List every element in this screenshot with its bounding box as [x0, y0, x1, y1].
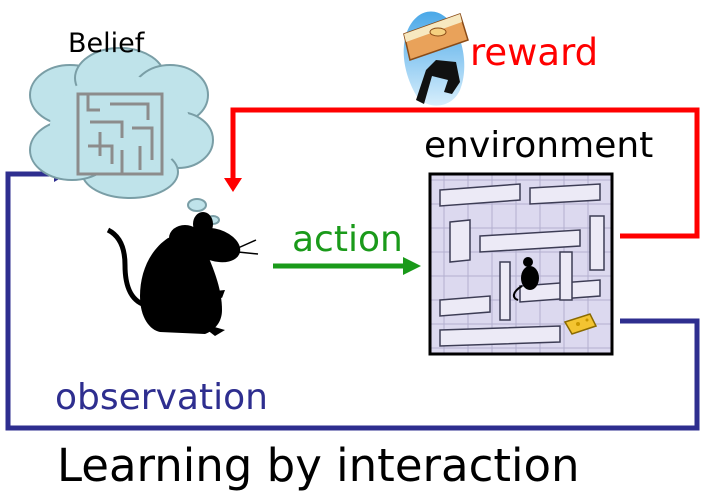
action-label: action: [292, 219, 403, 260]
observation-label: observation: [55, 377, 268, 418]
maze-mouse-icon: [512, 257, 539, 301]
mouse-icon: [106, 212, 259, 336]
diagram-caption: Learning by interaction: [57, 439, 580, 492]
belief-maze-icon: [76, 92, 164, 176]
reward-arrow: [224, 107, 700, 239]
belief-label: Belief: [68, 28, 145, 59]
environment-label: environment: [424, 125, 654, 166]
belief-cloud-icon: [29, 47, 220, 225]
environment-maze-icon: [428, 172, 614, 356]
action-arrow: [273, 257, 421, 275]
reward-icon: [403, 11, 469, 106]
cheese-icon: [563, 313, 598, 335]
reward-label: reward: [470, 31, 599, 74]
